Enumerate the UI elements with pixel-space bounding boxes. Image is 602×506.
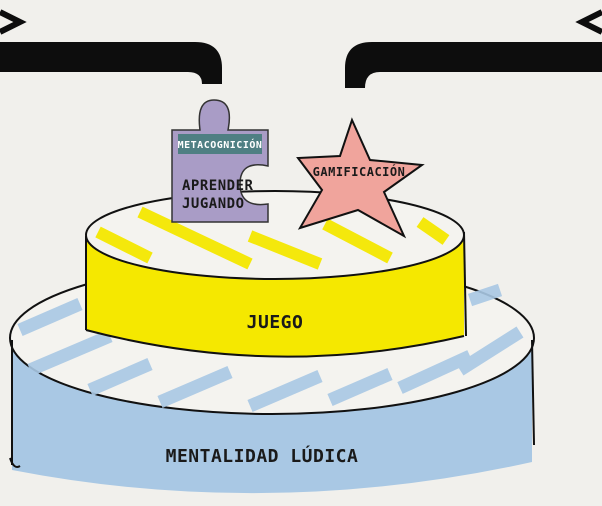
metacognition-label: METACOGNICIÓN xyxy=(178,138,263,151)
learn-playing-label-line1: APRENDER xyxy=(182,178,254,194)
bracket-left-icon xyxy=(0,9,222,84)
learn-playing-label-line2: JUGANDO xyxy=(182,196,245,212)
ludic-mindset-label: MENTALIDAD LÚDICA xyxy=(166,445,359,467)
puzzle-piece-icon xyxy=(171,99,269,223)
game-label: JUEGO xyxy=(247,312,304,333)
star-icon xyxy=(296,117,425,239)
bracket-right-icon xyxy=(345,9,602,88)
gamification-label: GAMIFICACIÓN xyxy=(313,164,406,179)
